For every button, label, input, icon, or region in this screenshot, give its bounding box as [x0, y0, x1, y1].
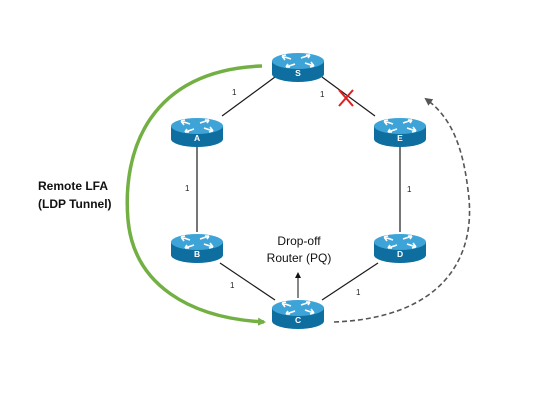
link-cost-e-d: 1: [407, 185, 412, 194]
links-group: [196, 76, 401, 301]
router-icon: [272, 53, 324, 82]
router-label-b: B: [194, 249, 200, 259]
remote-lfa-label: Remote LFA: [38, 179, 108, 193]
repair-path-dashed-arrow: [333, 97, 471, 323]
router-d: D: [374, 234, 426, 263]
link-b-c: [219, 262, 276, 301]
router-icon: [374, 234, 426, 263]
router-icon: [272, 300, 324, 329]
link-failure-x-icon: [338, 89, 354, 107]
link-cost-d-c: 1: [356, 288, 361, 297]
dropoff-label-line1: Drop-off: [277, 234, 321, 248]
router-b: B: [171, 234, 223, 263]
router-s: S: [272, 53, 324, 82]
link-cost-b-c: 1: [230, 281, 235, 290]
router-e: E: [374, 118, 426, 147]
remote-lfa-tunnel-arrow: [125, 64, 266, 326]
router-a: A: [171, 118, 223, 147]
router-icon: [171, 234, 223, 263]
ldp-tunnel-label: (LDP Tunnel): [38, 197, 112, 211]
link-cost-a-b: 1: [185, 184, 190, 193]
router-label-d: D: [397, 249, 403, 259]
link-cost-s-e: 1: [320, 90, 325, 99]
router-label-c: C: [295, 315, 301, 325]
link-s-a: [221, 76, 276, 117]
router-c: C: [272, 300, 324, 329]
router-icon: [374, 118, 426, 147]
router-label-e: E: [397, 133, 403, 143]
link-d-c: [321, 262, 379, 301]
router-icon: [171, 118, 223, 147]
dropoff-label-line2: Router (PQ): [267, 251, 332, 265]
router-label-s: S: [295, 68, 301, 78]
router-label-a: A: [194, 133, 200, 143]
link-cost-s-a: 1: [232, 88, 237, 97]
